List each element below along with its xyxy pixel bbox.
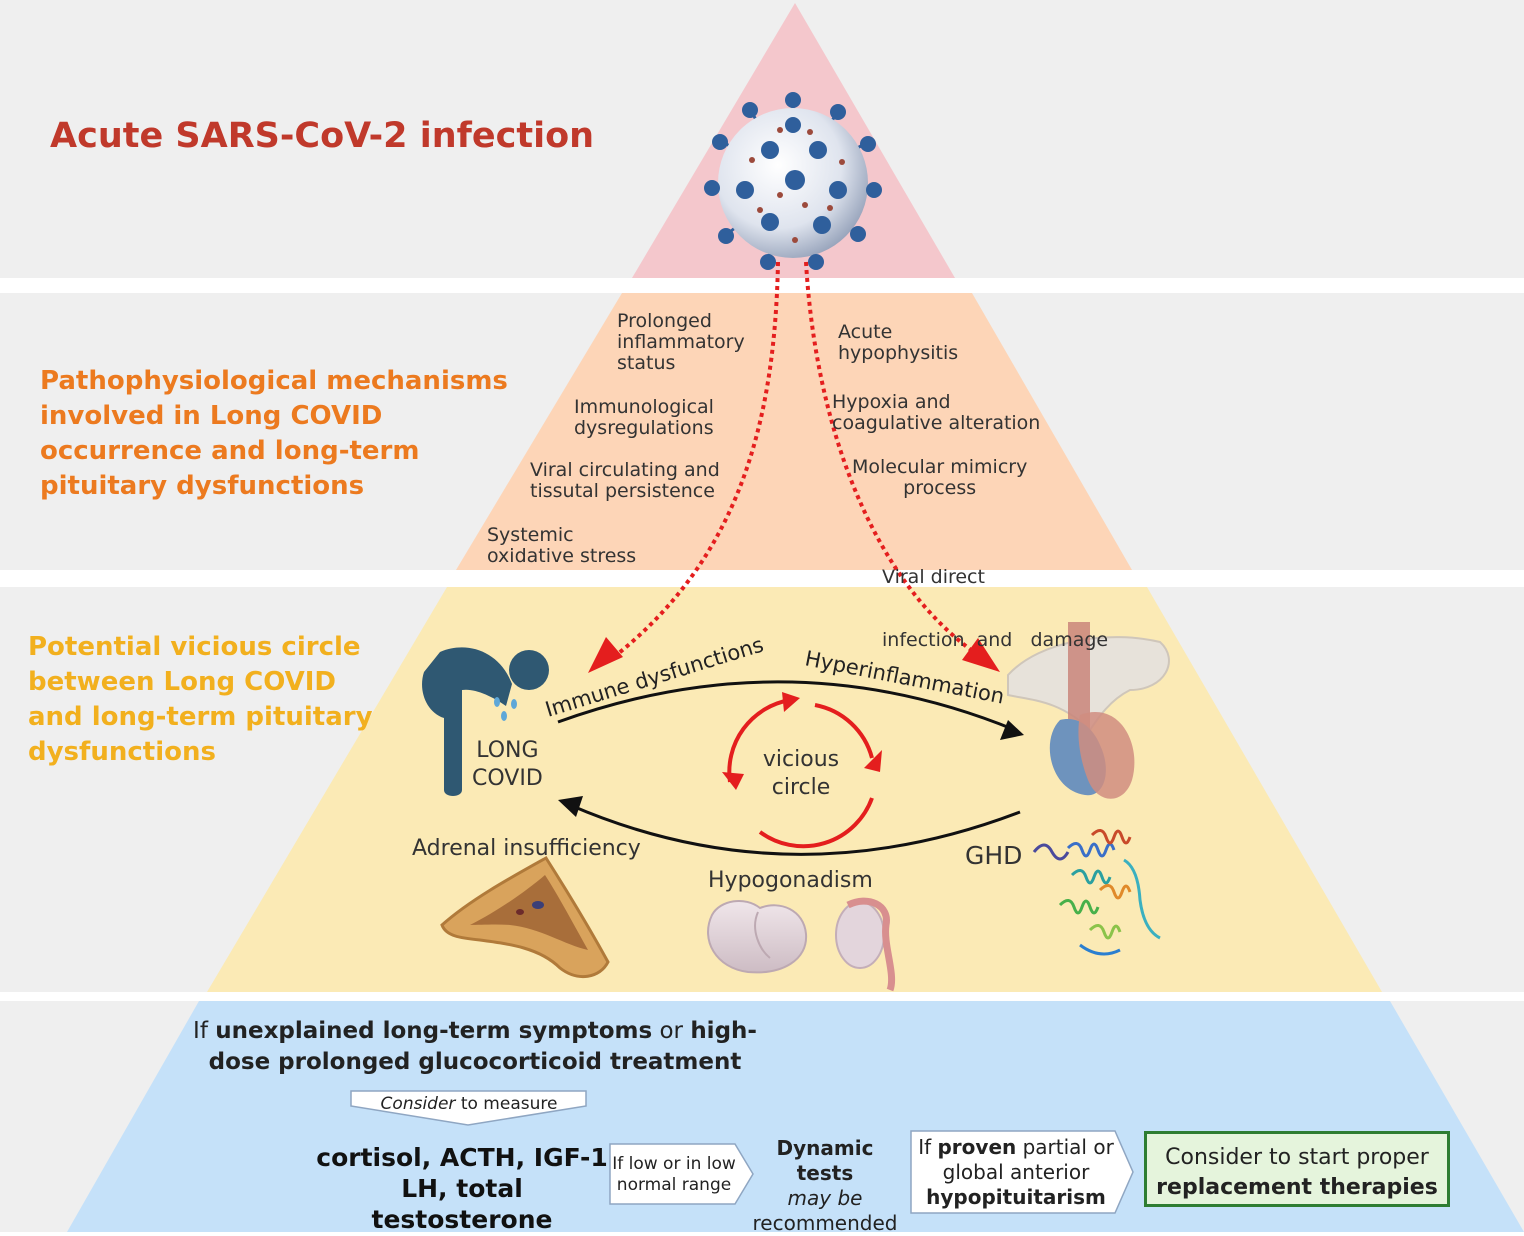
replacement-therapy-box: Consider to start proper replacement the… <box>1144 1131 1450 1207</box>
arc-top-arrowhead <box>1000 720 1024 740</box>
arc-top-arrow <box>557 680 1016 732</box>
mechanism-immunological-dysregulations: Immunological dysregulations <box>574 396 714 439</box>
person-bending-over-icon <box>422 647 549 796</box>
tier2-trapezoid <box>456 293 1132 570</box>
arc-bottom-arrowhead <box>558 796 583 817</box>
proven-hypopituitarism-label: If proven partial or global anterior hyp… <box>918 1135 1114 1209</box>
screening-criteria: If unexplained long-term symptoms or hig… <box>193 1018 757 1075</box>
testis-icon <box>835 897 896 992</box>
mechanism-oxidative-stress: Systemic oxidative stress <box>487 524 637 567</box>
adrenal-insufficiency-label: Adrenal insufficiency <box>412 836 641 861</box>
arrow-head-left <box>588 637 623 673</box>
proven-arrow-shape <box>910 1130 1134 1214</box>
arc-bottom-arrow <box>569 803 1021 856</box>
mechanism-prolonged-inflammation: Prolonged inflammatory status <box>617 310 745 374</box>
mechanism-viral-direct-infection: Viral direct infection and damage <box>882 566 1109 651</box>
mechanism-molecular-mimicry: Molecular mimicry process <box>852 456 1028 499</box>
arrow-to-long-covid <box>608 261 780 662</box>
mechanism-acute-hypophysitis: Acute hypophysitis <box>838 321 959 364</box>
consider-measure-label: Consider to measure <box>380 1094 558 1114</box>
hormone-tests: cortisol, ACTH, IGF-1 LH, total testoste… <box>316 1143 608 1234</box>
sweat-drops-icon <box>494 697 517 721</box>
low-range-label: If low or in low normal range <box>612 1154 736 1195</box>
ovary-icon <box>707 899 808 974</box>
tier1-title: Acute SARS-CoV-2 infection <box>50 116 595 156</box>
protein-structure-icon <box>1032 829 1161 956</box>
mechanism-hypoxia: Hypoxia and coagulative alteration <box>832 391 1041 434</box>
pituitary-gland-icon <box>1007 622 1170 799</box>
ghd-label: GHD <box>965 841 1023 870</box>
low-range-arrow-shape <box>609 1143 754 1205</box>
arrow-head-right <box>962 638 1000 672</box>
tier3-title: Potential vicious circle between Long CO… <box>28 632 373 767</box>
long-covid-label: LONG COVID <box>472 738 543 791</box>
tier2-title: Pathophysiological mechanisms involved i… <box>40 366 508 501</box>
vicious-circle-label: vicious circle <box>762 747 840 800</box>
vicious-circle-icon <box>727 698 874 849</box>
adrenal-gland-icon <box>440 856 610 978</box>
coronavirus-icon <box>704 92 882 270</box>
dynamic-tests-label: Dynamic tests may be recommended <box>752 1136 898 1235</box>
hypogonadism-label: Hypogonadism <box>708 868 873 893</box>
mechanism-viral-persistence: Viral circulating and tissutal persisten… <box>530 459 720 502</box>
arrow-to-pituitary <box>804 261 980 657</box>
consider-arrow-shape <box>350 1090 587 1126</box>
